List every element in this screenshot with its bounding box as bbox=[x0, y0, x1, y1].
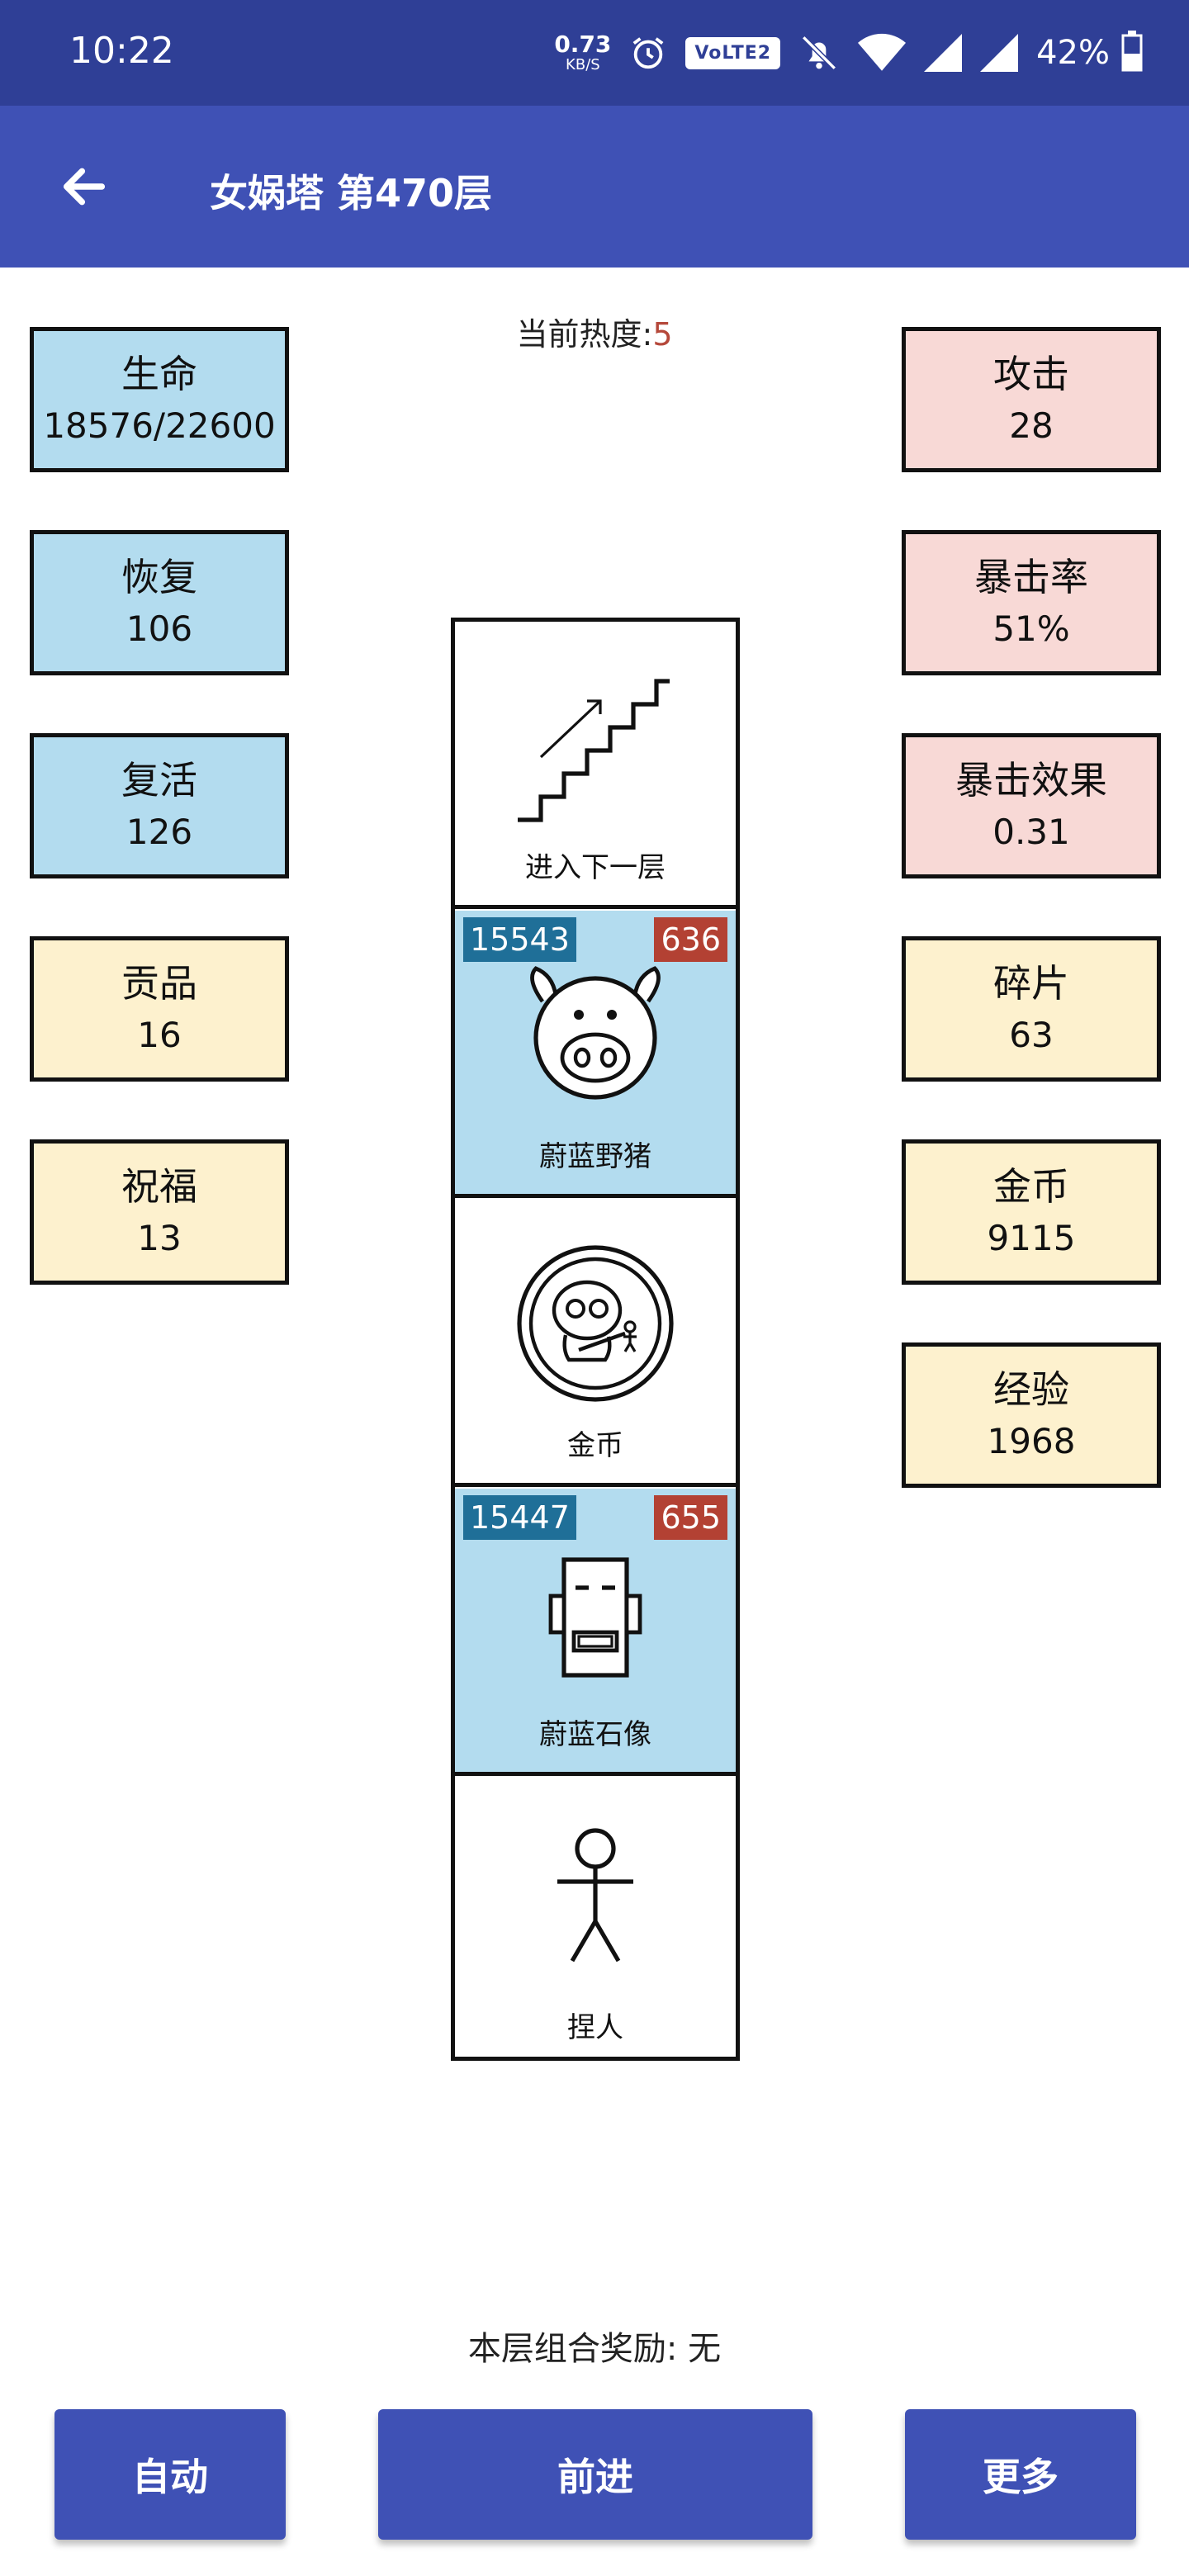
cell-name: 蔚蓝野猪 bbox=[539, 1140, 651, 1173]
battery-percent: 42% bbox=[1036, 34, 1110, 72]
stone-statue-icon bbox=[455, 1489, 736, 1736]
status-time: 10:22 bbox=[69, 30, 174, 72]
network-speed: 0.73 KB/S bbox=[554, 33, 611, 73]
stairs-up-icon bbox=[455, 622, 736, 869]
gold-coin-icon bbox=[455, 1200, 736, 1447]
combo-reward-label: 本层组合奖励: bbox=[467, 2330, 678, 2368]
battery-icon bbox=[1121, 31, 1143, 75]
bell-off-icon bbox=[798, 32, 840, 73]
boar-icon bbox=[455, 911, 736, 1158]
tower-cell-enemy-statue[interactable]: 15447 655 蔚蓝石像 bbox=[455, 1489, 736, 1776]
status-bar: 10:22 0.73 KB/S VoLTE2 42% bbox=[0, 0, 1189, 106]
tower-cell-enemy-boar[interactable]: 15543 636 蔚蓝野猪 bbox=[455, 911, 736, 1198]
stat-crit-rate: 暴击率 51% bbox=[902, 530, 1161, 675]
enemy-hp-badge: 15543 bbox=[463, 917, 576, 962]
heat-label: 当前热度: bbox=[516, 316, 653, 353]
enemy-attack-badge: 655 bbox=[654, 1495, 727, 1540]
stat-experience: 经验 1968 bbox=[902, 1342, 1161, 1488]
tower-cell-item-gold[interactable]: 金币 bbox=[455, 1200, 736, 1487]
more-button[interactable]: 更多 bbox=[905, 2409, 1136, 2540]
back-button[interactable] bbox=[50, 152, 119, 221]
stat-life: 生命 18576/22600 bbox=[30, 327, 289, 472]
cell-name: 捏人 bbox=[567, 2011, 623, 2044]
stat-attack: 攻击 28 bbox=[902, 327, 1161, 472]
stat-revive: 复活 126 bbox=[30, 733, 289, 878]
enemy-hp-badge: 15447 bbox=[463, 1495, 576, 1540]
volte-badge: VoLTE2 bbox=[685, 36, 781, 69]
arrow-left-icon bbox=[63, 168, 106, 206]
combo-reward-value: 无 bbox=[688, 2330, 722, 2368]
status-icons: 0.73 KB/S VoLTE2 42% bbox=[554, 23, 1143, 83]
alarm-icon bbox=[629, 34, 667, 72]
stat-tribute: 贡品 16 bbox=[30, 936, 289, 1082]
stat-blessing: 祝福 13 bbox=[30, 1139, 289, 1285]
tower-cell-stairs[interactable]: 进入下一层 bbox=[455, 622, 736, 909]
wifi-icon bbox=[858, 32, 907, 73]
stat-recovery: 恢复 106 bbox=[30, 530, 289, 675]
advance-button[interactable]: 前进 bbox=[378, 2409, 812, 2540]
heat-indicator: 当前热度:5 bbox=[0, 309, 1189, 354]
signal-icon-2 bbox=[980, 34, 1019, 72]
enemy-attack-badge: 636 bbox=[654, 917, 727, 962]
tower-column: 进入下一层 15543 636 蔚蓝野猪 bbox=[451, 618, 740, 2061]
page-title: 女娲塔 第470层 bbox=[210, 171, 493, 215]
stat-fragments: 碎片 63 bbox=[902, 936, 1161, 1082]
signal-icon bbox=[924, 34, 963, 72]
heat-value: 5 bbox=[652, 316, 673, 353]
stat-crit-effect: 暴击效果 0.31 bbox=[902, 733, 1161, 878]
network-speed-value: 0.73 bbox=[554, 31, 612, 58]
auto-button[interactable]: 自动 bbox=[54, 2409, 286, 2540]
tower-cell-player[interactable]: 捏人 bbox=[455, 1778, 736, 2065]
network-speed-unit: KB/S bbox=[566, 56, 600, 73]
cell-name: 进入下一层 bbox=[525, 851, 666, 884]
stat-gold: 金币 9115 bbox=[902, 1139, 1161, 1285]
stick-figure-icon bbox=[455, 1778, 736, 2025]
app-bar: 女娲塔 第470层 bbox=[0, 106, 1189, 268]
cell-name: 蔚蓝石像 bbox=[539, 1718, 651, 1751]
combo-reward: 本层组合奖励: 无 bbox=[0, 2322, 1189, 2370]
cell-name: 金币 bbox=[567, 1429, 623, 1462]
